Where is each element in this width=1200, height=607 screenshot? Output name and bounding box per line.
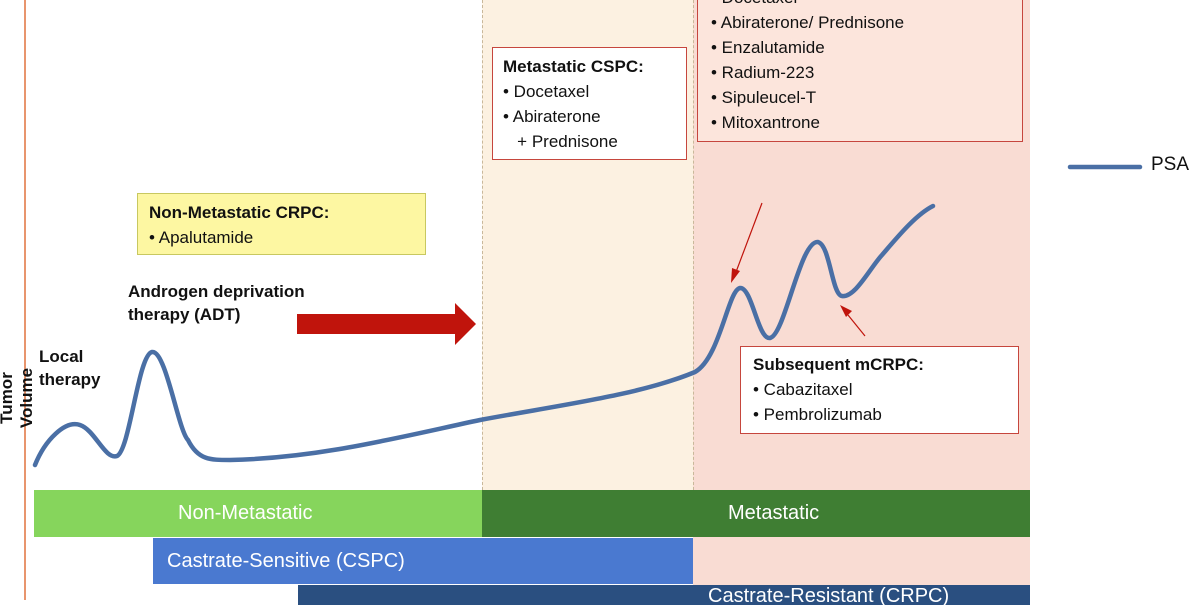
box-item: • Abiraterone — [503, 107, 601, 126]
box-item: • Mitoxantrone — [711, 113, 820, 132]
adt-arrow — [297, 303, 476, 345]
cspc-bar: Castrate-Sensitive (CSPC) — [153, 538, 693, 584]
subsequent-mcrpc-box: Subsequent mCRPC: • Cabazitaxel • Pembro… — [740, 346, 1019, 434]
box-item: • Docetaxel — [711, 0, 1009, 10]
metastatic-bar: Metastatic — [482, 490, 1030, 537]
box-item: • Enzalutamide — [711, 38, 825, 57]
local-therapy-line-1: Local — [39, 347, 84, 366]
metastatic-label: Metastatic — [728, 502, 820, 524]
zone-divider-right — [693, 0, 694, 490]
box-item: • Cabazitaxel — [753, 380, 853, 399]
box-item: • Apalutamide — [149, 228, 254, 247]
non-metastatic-bar: Non-Metastatic — [34, 490, 482, 537]
box-item: • Abiraterone/ Prednisone — [711, 13, 905, 32]
adt-label: Androgen deprivation therapy (ADT) — [128, 280, 305, 326]
pointer-arrowhead-1 — [731, 268, 740, 283]
adt-line-1: Androgen deprivation — [128, 282, 305, 301]
first-line-mcrpc-box: • Docetaxel • Abiraterone/ Prednisone • … — [697, 0, 1023, 142]
local-therapy-label: Local therapy — [39, 345, 100, 391]
box-item: • Radium-223 — [711, 63, 815, 82]
box-item: + Prednisone — [503, 132, 618, 151]
y-axis — [24, 0, 26, 600]
box-item: • Docetaxel — [503, 82, 590, 101]
pointer-arrow-1 — [735, 202, 763, 273]
non-metastatic-label: Non-Metastatic — [178, 502, 313, 524]
box-item: • Pembrolizumab — [753, 405, 882, 424]
zone-divider-left — [482, 0, 483, 490]
box-title: Non-Metastatic CRPC: — [149, 203, 330, 222]
pointer-arrowhead-2 — [840, 305, 852, 317]
box-item: • Sipuleucel-T — [711, 88, 817, 107]
box-title: Metastatic CSPC: — [503, 57, 644, 76]
psa-curve — [32, 203, 936, 468]
pointer-arrow-2 — [847, 314, 866, 337]
non-metastatic-crpc-box: Non-Metastatic CRPC: • Apalutamide — [137, 193, 426, 255]
adt-line-2: therapy (ADT) — [128, 305, 241, 324]
cspc-label: Castrate-Sensitive (CSPC) — [167, 549, 405, 572]
crpc-label: Castrate-Resistant (CRPC) — [708, 585, 950, 607]
local-therapy-line-2: therapy — [39, 370, 101, 389]
box-title: Subsequent mCRPC: — [753, 355, 924, 374]
metastatic-cspc-box: Metastatic CSPC: • Docetaxel • Abiratero… — [492, 47, 687, 160]
legend-psa-label: PSA — [1151, 154, 1190, 175]
